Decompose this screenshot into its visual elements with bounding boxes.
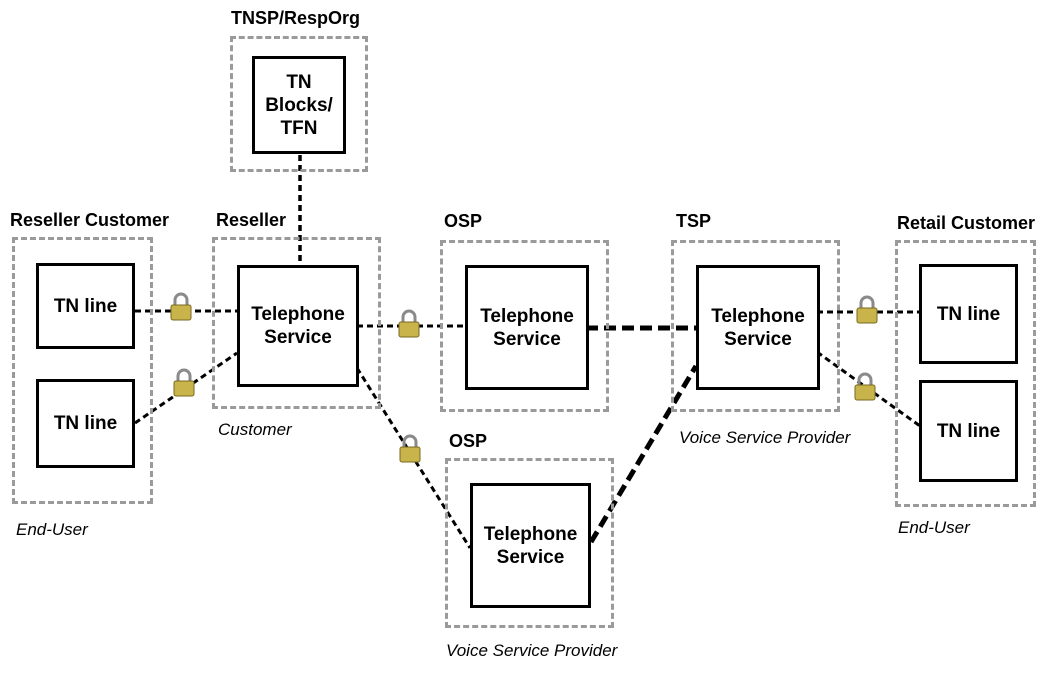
retail-customer-tn-line-2: TN line bbox=[919, 380, 1018, 482]
reseller-customer-role: End-User bbox=[16, 520, 88, 539]
reseller-customer-tn-line-1: TN line bbox=[36, 263, 135, 349]
retail-customer-group: TN line TN line bbox=[895, 240, 1036, 507]
tn-blocks-tfn-node: TN Blocks/ TFN bbox=[252, 56, 346, 154]
lock-icon bbox=[854, 372, 876, 401]
lock-icon bbox=[398, 309, 420, 338]
link-osp-bottom-tsp bbox=[588, 364, 699, 544]
lock-icon bbox=[173, 368, 195, 397]
tsp-title: TSP bbox=[676, 211, 712, 231]
retail-customer-title: Retail Customer bbox=[897, 213, 1036, 233]
tsp-group: Telephone Service bbox=[671, 240, 840, 412]
osp-top-title: OSP bbox=[444, 211, 483, 231]
osp-bottom-telephone-service: Telephone Service bbox=[470, 483, 591, 608]
retail-customer-role: End-User bbox=[898, 518, 970, 537]
osp-bottom-role: Voice Service Provider bbox=[446, 641, 618, 660]
osp-bottom-title: OSP bbox=[449, 431, 488, 451]
tnsp-title: TNSP/RespOrg bbox=[231, 8, 361, 28]
tsp-telephone-service: Telephone Service bbox=[696, 265, 820, 390]
lock-icon bbox=[856, 295, 878, 324]
reseller-telephone-service: Telephone Service bbox=[237, 265, 359, 387]
link-reseller-osp-bottom bbox=[355, 367, 472, 549]
osp-top-telephone-service: Telephone Service bbox=[465, 265, 589, 390]
tnsp-group: TN Blocks/ TFN bbox=[230, 36, 368, 172]
osp-top-group: Telephone Service bbox=[440, 240, 609, 412]
retail-customer-tn-line-1: TN line bbox=[919, 264, 1018, 364]
reseller-customer-group: TN line TN line bbox=[12, 237, 153, 504]
reseller-role: Customer bbox=[218, 420, 292, 439]
lock-icon bbox=[399, 434, 421, 463]
osp-bottom-group: Telephone Service bbox=[445, 458, 614, 628]
reseller-customer-title: Reseller Customer bbox=[10, 210, 170, 230]
reseller-title: Reseller bbox=[216, 210, 287, 230]
reseller-group: Telephone Service bbox=[212, 237, 381, 409]
reseller-customer-tn-line-2: TN line bbox=[36, 379, 135, 468]
lock-icon bbox=[170, 292, 192, 321]
tsp-role: Voice Service Provider bbox=[679, 428, 851, 447]
